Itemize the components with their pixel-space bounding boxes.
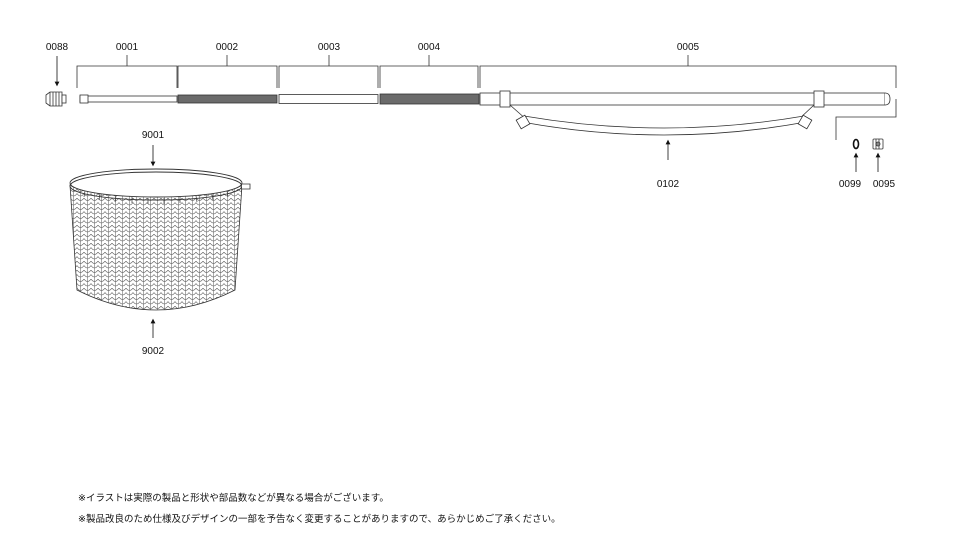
handle-section-0003	[278, 94, 379, 104]
leader-line-0099-0095	[835, 99, 897, 140]
disclaimer-note-specification: ※製品改良のため仕様及びデザインの一部を予告なく変更することがありますので、あら…	[78, 514, 561, 525]
disclaimer-notes: ※イラストは実際の製品と形状や部品数などが異なる場合がございます。 ※製品改良の…	[78, 488, 561, 530]
handle-section-0005	[479, 90, 891, 136]
label-0005: 0005	[677, 42, 700, 53]
label-0004: 0004	[418, 42, 441, 53]
o-ring-part-icon	[852, 138, 860, 150]
label-0095: 0095	[873, 179, 896, 190]
label-9001: 9001	[142, 130, 165, 141]
label-0088: 0088	[46, 42, 69, 53]
label-0003: 0003	[318, 42, 341, 53]
handle-section-0001	[79, 94, 178, 104]
end-cap-part-icon	[45, 91, 67, 107]
label-9002: 9002	[142, 346, 165, 357]
disclaimer-note-illustration: ※イラストは実際の製品と形状や部品数などが異なる場合がございます。	[78, 493, 389, 504]
handle-section-0004	[379, 93, 480, 105]
exploded-parts-diagram: 0088 0001 0002 0003 0004 0005	[45, 42, 897, 357]
label-0099: 0099	[839, 179, 862, 190]
landing-net-part-icon	[69, 168, 251, 311]
nut-part-icon	[872, 138, 884, 150]
label-0102: 0102	[657, 179, 680, 190]
label-0002: 0002	[216, 42, 239, 53]
section-brackets	[76, 55, 897, 88]
label-0001: 0001	[116, 42, 139, 53]
handle-section-0002	[177, 94, 278, 104]
